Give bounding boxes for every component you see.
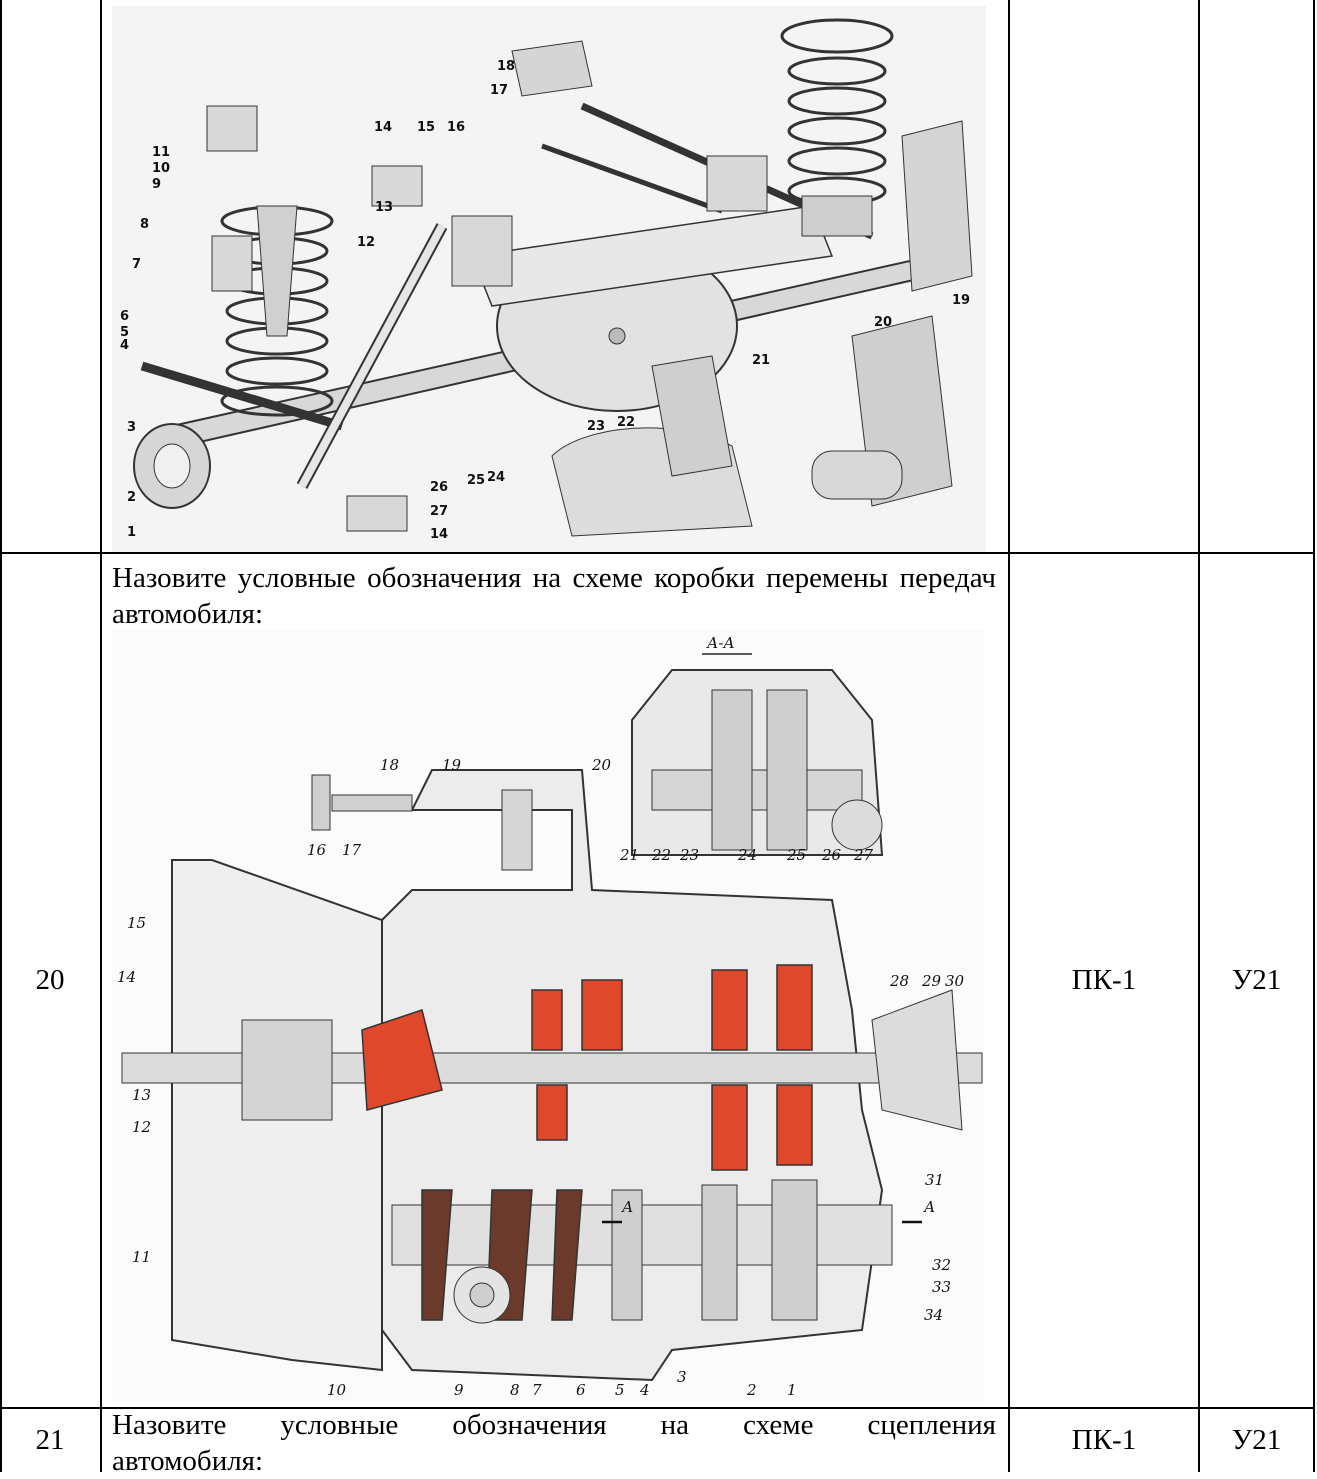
row-21-number: 21 [35, 1424, 65, 1456]
fig1-label-14: 14 [374, 120, 392, 135]
fig2-label-4: 4 [639, 1381, 650, 1399]
fig2-label-32: 32 [932, 1256, 951, 1274]
fig2-label-8: 8 [510, 1381, 520, 1399]
cut-label-right: А [923, 1198, 935, 1216]
fig2-label-19: 19 [442, 756, 462, 774]
fig1-label-3: 3 [127, 420, 136, 435]
fig2-label-24: 24 [737, 846, 757, 864]
fig1-label-4: 4 [120, 338, 129, 353]
fig1-label-19: 19 [952, 293, 970, 308]
row-20-competence: ПК-1 [1071, 964, 1137, 996]
fig1-label-20: 20 [874, 315, 892, 330]
row-divider-1 [0, 552, 1315, 554]
border-col1 [100, 0, 102, 1472]
fig1-label-16: 16 [447, 120, 465, 135]
fig2-label-22: 22 [651, 846, 671, 864]
fig2-label-23: 23 [679, 846, 699, 864]
fig2-label-3: 3 [677, 1368, 687, 1386]
fig1-label-7: 7 [132, 257, 141, 272]
fig1-label-22: 22 [617, 415, 635, 430]
fig2-label-16: 16 [307, 841, 327, 859]
fig1-label-26: 26 [430, 480, 448, 495]
fig2-label-27: 27 [853, 846, 874, 864]
row-20-number: 20 [35, 964, 65, 996]
fig1-label-15: 15 [417, 120, 435, 135]
fig2-label-20: 20 [591, 756, 612, 774]
gearbox-figure: А-А [112, 630, 984, 1404]
fig1-label-25: 25 [467, 473, 485, 488]
fig2-label-12: 12 [132, 1118, 151, 1136]
cut-label-left: А [621, 1198, 633, 1216]
border-left [0, 0, 2, 1472]
fig2-label-30: 30 [945, 972, 965, 990]
row-21-question: Назовите условные обозначения на схеме с… [112, 1409, 996, 1477]
fig2-label-17: 17 [342, 841, 362, 859]
fig1-label-2: 2 [127, 490, 136, 505]
fig1-label-12: 12 [357, 235, 375, 250]
fig1-label-27: 27 [430, 504, 448, 519]
fig1-label-18: 18 [497, 59, 515, 74]
fig1-label-1: 1 [127, 525, 136, 540]
row-21-skill: У21 [1231, 1424, 1282, 1456]
fig2-label-21: 21 [619, 846, 639, 864]
fig2-label-14: 14 [117, 968, 136, 986]
suspension-figure: 1 2 3 4 5 6 7 8 9 10 11 12 13 14 15 16 1… [112, 6, 986, 552]
border-col3 [1198, 0, 1200, 1472]
fig2-label-1: 1 [787, 1381, 797, 1399]
fig1-label-10: 10 [152, 161, 170, 176]
fig1-label-17: 17 [490, 83, 508, 98]
border-col2 [1008, 0, 1010, 1472]
fig2-label-26: 26 [821, 846, 842, 864]
fig2-label-7: 7 [532, 1381, 542, 1399]
fig2-label-33: 33 [932, 1278, 951, 1296]
fig2-label-9: 9 [454, 1381, 464, 1399]
fig2-label-28: 28 [889, 972, 909, 990]
fig2-label-11: 11 [132, 1248, 151, 1266]
fig2-label-29: 29 [921, 972, 942, 990]
fig1-label-9: 9 [152, 177, 161, 192]
fig1-label-6: 6 [120, 309, 129, 324]
section-label: А-А [706, 634, 735, 652]
fig1-label-13: 13 [375, 200, 393, 215]
fig1-label-11: 11 [152, 145, 170, 160]
fig1-label-23: 23 [587, 419, 605, 434]
fig2-label-25: 25 [786, 846, 806, 864]
row-divider-2 [0, 1407, 1315, 1409]
fig2-label-31: 31 [925, 1171, 944, 1189]
fig1-label-24: 24 [487, 470, 505, 485]
fig2-label-18: 18 [380, 756, 399, 774]
border-right [1313, 0, 1315, 1472]
fig2-label-5: 5 [615, 1381, 625, 1399]
row-20-question: Назовите условные обозначения на схеме к… [112, 562, 996, 630]
fig2-label-13: 13 [132, 1086, 151, 1104]
fig2-label-2: 2 [746, 1381, 757, 1399]
fig2-label-6: 6 [576, 1381, 586, 1399]
row-21-competence: ПК-1 [1071, 1424, 1137, 1456]
fig2-label-15: 15 [127, 914, 146, 932]
fig2-label-34: 34 [924, 1306, 943, 1324]
row-20-skill: У21 [1231, 964, 1282, 996]
fig2-label-10: 10 [327, 1381, 347, 1399]
fig1-label-21: 21 [752, 353, 770, 368]
fig1-label-8: 8 [140, 217, 149, 232]
fig1-label-14b: 14 [430, 527, 448, 542]
fig1-label-5: 5 [120, 325, 129, 340]
